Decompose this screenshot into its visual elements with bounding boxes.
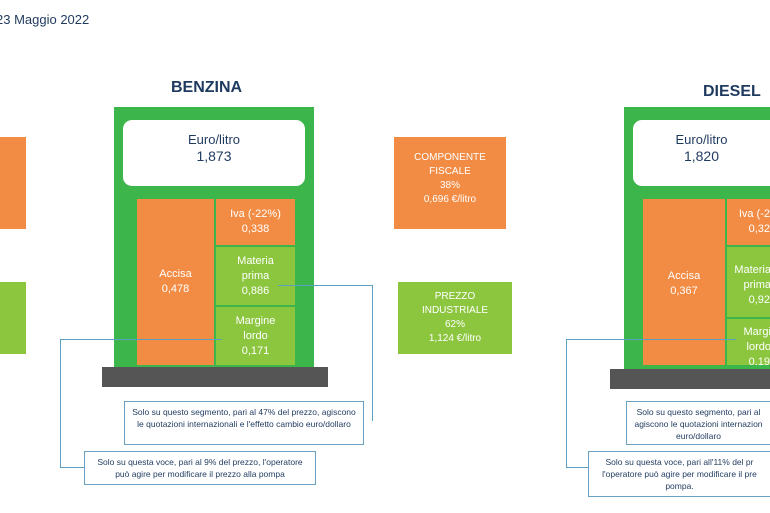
diesel-price-unit: Euro/litro xyxy=(675,132,728,147)
diesel-pump-base xyxy=(610,369,770,389)
benzina-title: BENZINA xyxy=(171,79,243,96)
diesel-margine-connector-v xyxy=(566,339,567,467)
benzina-fiscal-title: COMPONENTE FISCALE xyxy=(414,152,486,177)
diesel-accisa-label: Accisa xyxy=(667,270,701,282)
benzina-note-voce: Solo su questa voce, pari al 9% del prez… xyxy=(84,451,316,485)
left-industrial-box-partial xyxy=(0,282,26,354)
diesel-accisa-segment: Accisa 0,367 xyxy=(643,199,725,365)
benzina-price-display: Euro/litro 1,873 xyxy=(120,117,308,189)
diesel-title: DIESEL xyxy=(703,83,761,100)
diesel-materia-value: 0,92 xyxy=(748,294,770,306)
benzina-margine-connector xyxy=(60,339,222,340)
benzina-price-unit: Euro/litro xyxy=(187,132,241,147)
benzina-margine-value: 0,171 xyxy=(241,345,270,357)
diesel-margine-segment: Margi lordo 0,19 xyxy=(727,319,770,365)
report-date: 23 Maggio 2022 xyxy=(0,12,90,27)
benzina-accisa-value: 0,478 xyxy=(161,283,190,295)
benzina-accisa-segment: Accisa 0,478 xyxy=(137,199,214,365)
left-fiscal-box-partial xyxy=(0,137,26,229)
diesel-margine-label: Margi lordo xyxy=(743,326,770,353)
diesel-price-display: Euro/litro 1,820 xyxy=(630,117,770,189)
benzina-fiscal-box: COMPONENTE FISCALE 38% 0,696 €/litro xyxy=(394,137,506,229)
benzina-materia-connector-v xyxy=(372,285,373,421)
diesel-note-segment: Solo su questo segmento, pari al agiscon… xyxy=(626,401,770,445)
diesel-price-value: 1,820 xyxy=(683,148,720,164)
benzina-price-value: 1,873 xyxy=(196,148,232,164)
benzina-margine-segment: Margine lordo 0,171 xyxy=(216,307,295,365)
benzina-iva-value: 0,338 xyxy=(241,223,270,235)
benzina-pump-base xyxy=(102,367,328,387)
benzina-industrial-title: PREZZO INDUSTRIALE xyxy=(421,291,489,316)
diesel-margine-value: 0,19 xyxy=(748,356,770,365)
diesel-note-voce: Solo su questa voce, pari all'11% del pr… xyxy=(588,451,770,497)
diesel-margine-connector-h2 xyxy=(566,467,588,468)
diesel-accisa-value: 0,367 xyxy=(670,285,698,297)
benzina-margine-connector-v xyxy=(60,339,61,467)
benzina-iva-segment: Iva (-22%) 0,338 xyxy=(216,199,295,245)
diesel-materia-segment: Materia prima 0,92 xyxy=(727,247,770,317)
benzina-margine-label: Margine lordo xyxy=(235,315,276,342)
diesel-materia-label: Materia prima xyxy=(734,264,770,291)
benzina-fiscal-pct: 38% xyxy=(439,180,460,191)
diesel-iva-value: 0,32 xyxy=(748,223,770,235)
diesel-margine-connector xyxy=(566,339,736,340)
benzina-accisa-label: Accisa xyxy=(159,268,192,280)
benzina-iva-label: Iva (-22%) xyxy=(230,208,281,220)
benzina-margine-connector-h2 xyxy=(60,467,84,468)
diesel-iva-segment: Iva (-2 0,32 xyxy=(727,199,770,245)
benzina-industrial-box: PREZZO INDUSTRIALE 62% 1,124 €/litro xyxy=(398,282,512,354)
benzina-note-segment: Solo su questo segmento, pari al 47% del… xyxy=(124,401,364,445)
benzina-materia-value: 0,886 xyxy=(241,285,270,297)
benzina-materia-label: Materia prima xyxy=(237,255,274,282)
benzina-materia-connector xyxy=(278,285,372,286)
benzina-industrial-value: 1,124 €/litro xyxy=(428,333,482,344)
diesel-iva-label: Iva (-2 xyxy=(738,208,770,220)
benzina-fiscal-value: 0,696 €/litro xyxy=(423,194,477,205)
benzina-materia-segment: Materia prima 0,886 xyxy=(216,247,295,305)
benzina-industrial-pct: 62% xyxy=(444,319,465,330)
